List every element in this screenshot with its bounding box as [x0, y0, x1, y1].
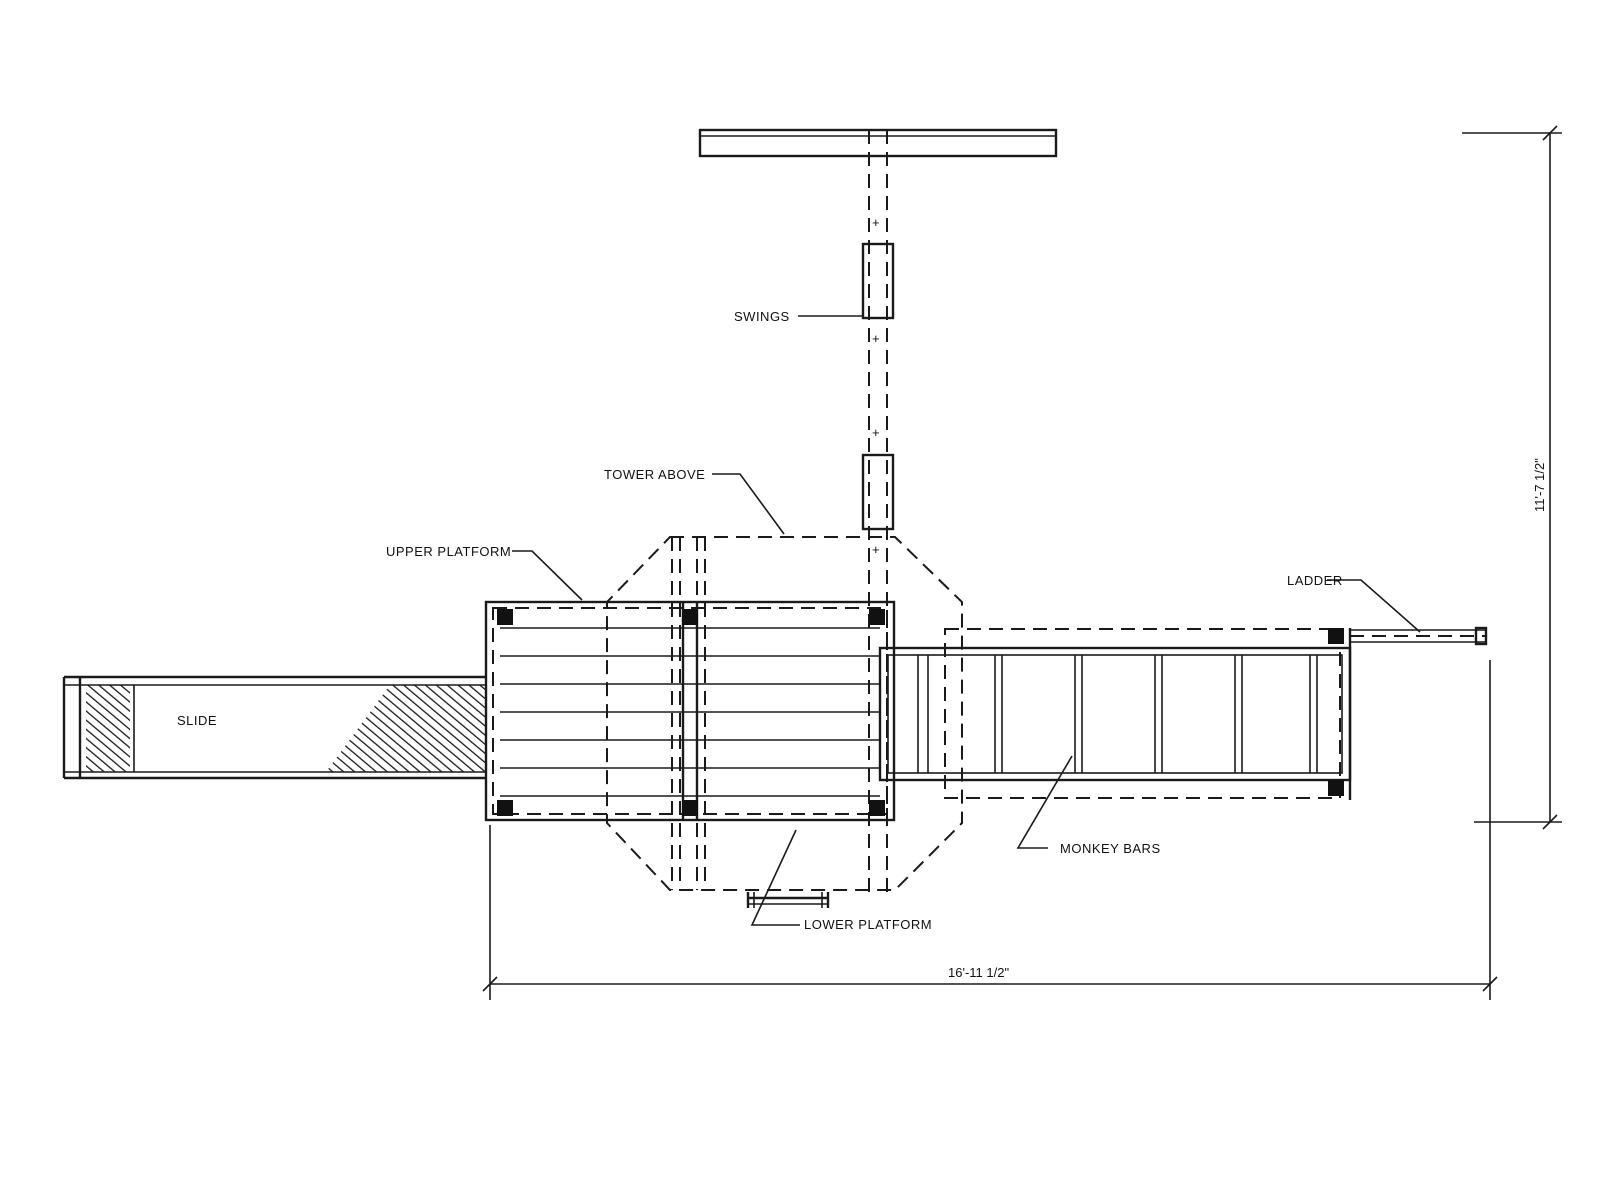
overall-width-dimension: 16'-11 1/2"	[948, 965, 1009, 980]
corner-post	[869, 609, 885, 625]
lower-platform-label: LOWER PLATFORM	[804, 917, 932, 932]
swing-hanger-marks: + + + +	[872, 215, 880, 557]
corner-post	[497, 609, 513, 625]
monkey-bars-label: MONKEY BARS	[1060, 841, 1161, 856]
slide-entry-hatch	[326, 685, 486, 772]
swing-seat-2	[861, 453, 895, 531]
corner-post	[1328, 780, 1344, 796]
swing-top-bar	[698, 128, 1058, 158]
swing-seat-1	[861, 242, 895, 320]
horizontal-dimension	[482, 660, 1498, 1000]
svg-text:+: +	[872, 425, 880, 440]
tower-outline	[606, 536, 963, 891]
corner-post	[1328, 628, 1344, 644]
slide-exit-hatch	[86, 685, 130, 772]
lower-platform-step	[746, 892, 830, 908]
upper-platform-label: UPPER PLATFORM	[386, 544, 511, 559]
corner-post	[869, 800, 885, 816]
corner-post	[497, 800, 513, 816]
ladder-label: LADDER	[1287, 573, 1343, 588]
upper-platform	[484, 600, 896, 822]
svg-text:+: +	[872, 542, 880, 557]
monkey-bars	[878, 628, 1352, 800]
svg-text:+: +	[872, 331, 880, 346]
swings-label: SWINGS	[734, 309, 790, 324]
leader-lines	[512, 315, 1421, 926]
slide	[62, 675, 486, 780]
overall-depth-dimension: 11'-7 1/2"	[1532, 458, 1547, 512]
corner-post	[682, 609, 698, 625]
svg-text:+: +	[872, 215, 880, 230]
tower-above-label: TOWER ABOVE	[604, 467, 705, 482]
swing-beam-assembly: + + + +	[698, 128, 1058, 895]
corner-post	[682, 800, 698, 816]
vertical-dimension	[1462, 125, 1562, 830]
slide-label: SLIDE	[177, 713, 217, 728]
